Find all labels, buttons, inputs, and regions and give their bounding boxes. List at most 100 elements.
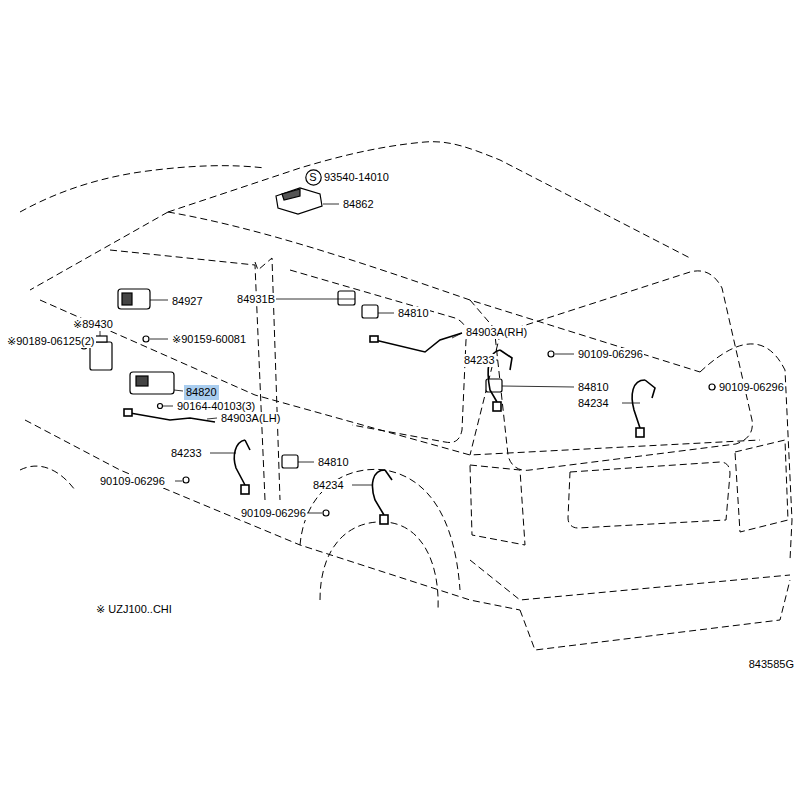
- a-pillar: [30, 212, 168, 290]
- control-unit-top: [95, 336, 107, 342]
- leader-line: [452, 333, 462, 338]
- part-number: ※90189-06125(2): [6, 335, 96, 348]
- leader-line: [715, 387, 716, 388]
- harness-connector: [380, 515, 388, 524]
- harness: [645, 380, 655, 398]
- leader-lines: [100, 204, 716, 513]
- leader-line: [163, 406, 173, 407]
- tail-light-right: [735, 440, 788, 532]
- harness: [632, 380, 645, 428]
- screw: [158, 404, 163, 409]
- leader-line: [175, 481, 182, 482]
- rear-bumper: [470, 560, 790, 650]
- harness: [375, 333, 462, 352]
- part-number: 90109-06296: [99, 475, 166, 488]
- part-number: 90109-06296: [718, 381, 785, 394]
- wheel: [320, 522, 438, 610]
- c-pillar: [470, 300, 500, 455]
- leader-line: [174, 390, 183, 391]
- part-number: 93540-14010: [323, 171, 390, 184]
- hood-line: [20, 166, 265, 212]
- leader-line: [502, 386, 574, 387]
- plate-recess: [568, 462, 730, 528]
- harness-connector: [493, 402, 501, 411]
- harness-connector: [241, 485, 249, 494]
- harness-connector: [636, 428, 644, 437]
- leader-line: [323, 204, 339, 205]
- rear-side-window: [290, 270, 467, 443]
- leader-line: [150, 339, 168, 340]
- leader-line: [298, 462, 314, 463]
- switch: [282, 455, 298, 468]
- node-text: S: [305, 171, 322, 184]
- roof-module-detail: [282, 189, 300, 200]
- figure-number: 843585G: [748, 658, 795, 671]
- callout-number: 84234: [577, 397, 610, 410]
- part-number: 90109-06296: [240, 507, 307, 520]
- screw: [143, 336, 149, 342]
- window-line: [110, 250, 265, 500]
- harness-connector: [370, 336, 378, 342]
- harness-connector: [124, 409, 132, 416]
- harness: [234, 440, 245, 485]
- callout-number: 84233: [463, 354, 496, 367]
- door-lock-connector: [136, 376, 148, 386]
- screw: [548, 351, 554, 357]
- harness: [130, 413, 215, 422]
- door-lock-unit: [130, 372, 174, 394]
- roof-near-edge: [168, 212, 700, 372]
- harness: [245, 440, 250, 450]
- switch: [338, 291, 355, 305]
- callout-number: 84903A(RH): [465, 326, 528, 339]
- callout-number: 84810: [577, 381, 610, 394]
- leader-line: [273, 299, 355, 300]
- leader-line: [378, 313, 394, 314]
- body-outline: [20, 142, 792, 650]
- belt-line: [40, 300, 760, 455]
- harness: [385, 470, 392, 480]
- leader-line: [622, 403, 640, 404]
- roof-far-edge: [168, 142, 690, 258]
- sensor-box-face: [122, 293, 132, 305]
- wheel-arch: [300, 469, 460, 590]
- screw: [323, 510, 329, 516]
- callout-number: 84233: [170, 447, 203, 460]
- leader-line: [150, 300, 168, 301]
- leader-line: [100, 330, 101, 336]
- leader-line: [352, 485, 372, 486]
- callout-number: 84234: [312, 479, 345, 492]
- callout-number: 84927: [171, 295, 204, 308]
- leader-line: [210, 453, 236, 454]
- screw: [183, 477, 189, 483]
- callout-number: 84903A(LH): [220, 412, 281, 425]
- tail-light-left: [470, 465, 525, 545]
- part-number: ※90159-60081: [171, 333, 247, 346]
- lower-body: [25, 420, 520, 610]
- rear-window: [495, 271, 752, 470]
- harness: [500, 350, 512, 370]
- sensor-box: [118, 289, 150, 309]
- highlighted-callout: 84820: [184, 385, 219, 400]
- applicability-note: ※ UZJ100..CHI: [95, 603, 173, 616]
- callout-number: 84931B: [236, 293, 276, 306]
- roof-module: [276, 188, 322, 214]
- leader-line: [555, 354, 574, 355]
- callout-number: 84810: [397, 307, 430, 320]
- rear-corner: [700, 344, 792, 560]
- callout-number: ※89430: [72, 318, 114, 331]
- parts: [81, 188, 715, 516]
- front-wheel-arch: [20, 466, 75, 490]
- callout-number: 84862: [342, 198, 375, 211]
- switch: [362, 305, 378, 318]
- symbol-circle: S: [305, 169, 322, 186]
- wire-harnesses: [124, 333, 655, 524]
- part-number: 90109-06296: [577, 348, 644, 361]
- node-text: 84820: [186, 386, 217, 399]
- circle-outline: [305, 169, 320, 184]
- leader-line: [305, 513, 322, 514]
- screw: [709, 384, 715, 390]
- leader-line: [207, 418, 217, 419]
